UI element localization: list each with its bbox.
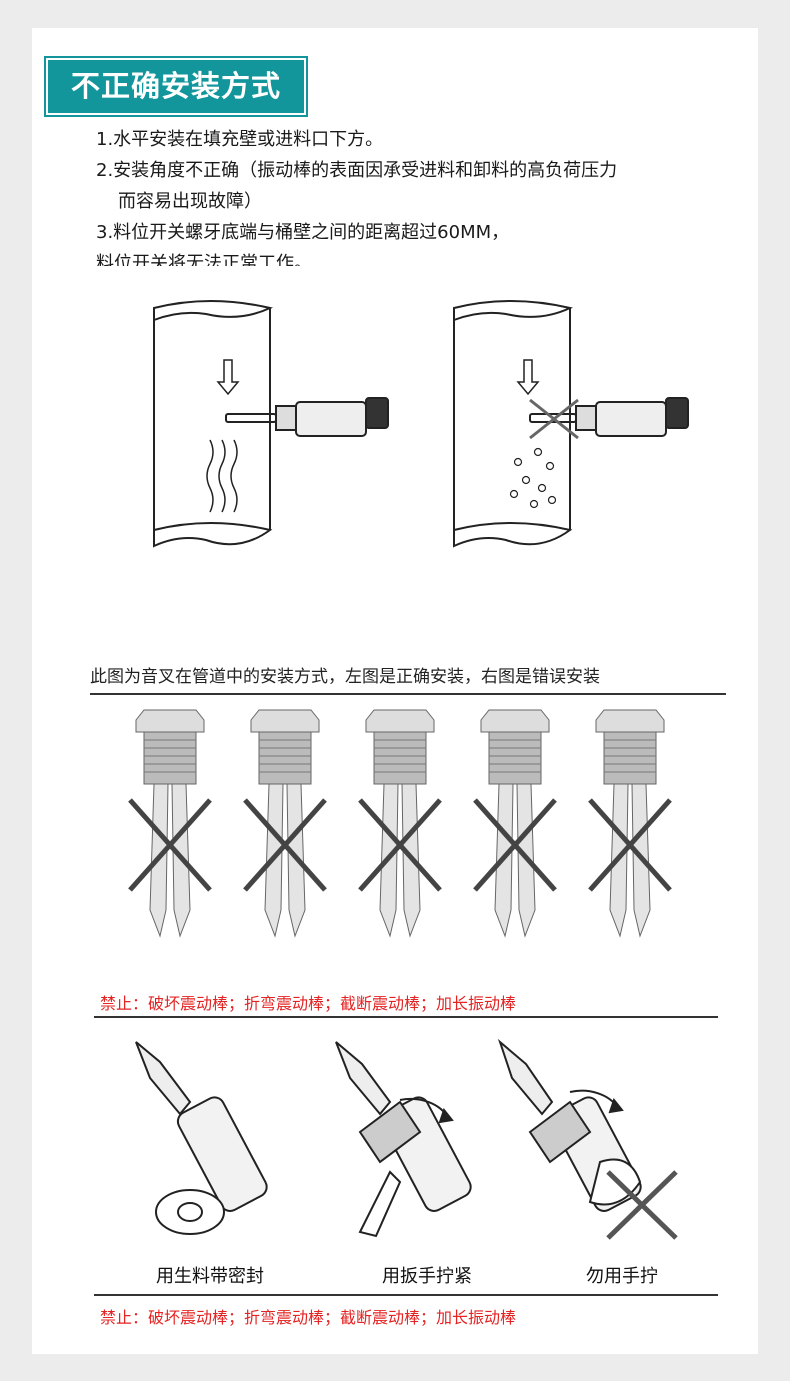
note-4: 料位开关将无法正常工作。 bbox=[96, 253, 312, 266]
notes-list: 1.水平安装在填充壁或进料口下方。 2.安装角度不正确（振动棒的表面因承受进料和… bbox=[96, 124, 756, 266]
caption-hand: 勿用手拧 bbox=[586, 1266, 658, 1287]
divider-bottom bbox=[94, 1294, 718, 1296]
note-3: 3.料位开关螺牙底端与桶壁之间的距离超过60MM， bbox=[96, 222, 510, 243]
page-title: 不正确安装方式 bbox=[44, 56, 308, 117]
note-1: 1.水平安装在填充壁或进料口下方。 bbox=[96, 129, 384, 150]
divider-top bbox=[94, 1016, 718, 1018]
pipe-figures bbox=[110, 290, 710, 560]
caption-wrench: 用扳手拧紧 bbox=[382, 1266, 472, 1287]
caption-seal: 用生料带密封 bbox=[156, 1266, 264, 1287]
install-diagram bbox=[135, 1038, 678, 1240]
note-2-cont: 而容易出现故障） bbox=[118, 191, 262, 212]
install-figures bbox=[100, 1022, 710, 1272]
section-title: 此图为音叉在管道中的安装方式，左图是正确安装，右图是错误安装 bbox=[90, 662, 726, 695]
warning-top: 禁止：破坏震动棒；折弯震动棒；截断震动棒；加长振动棒 bbox=[100, 994, 517, 1013]
rod-figures bbox=[100, 700, 720, 940]
pipe-diagram bbox=[153, 300, 689, 548]
note-2: 2.安装角度不正确（振动棒的表面因承受进料和卸料的高负荷压力 bbox=[96, 160, 618, 181]
rod-diagram bbox=[100, 700, 720, 940]
warning-bottom: 禁止：破坏震动棒；折弯震动棒；截断震动棒；加长振动棒 bbox=[100, 1308, 517, 1327]
